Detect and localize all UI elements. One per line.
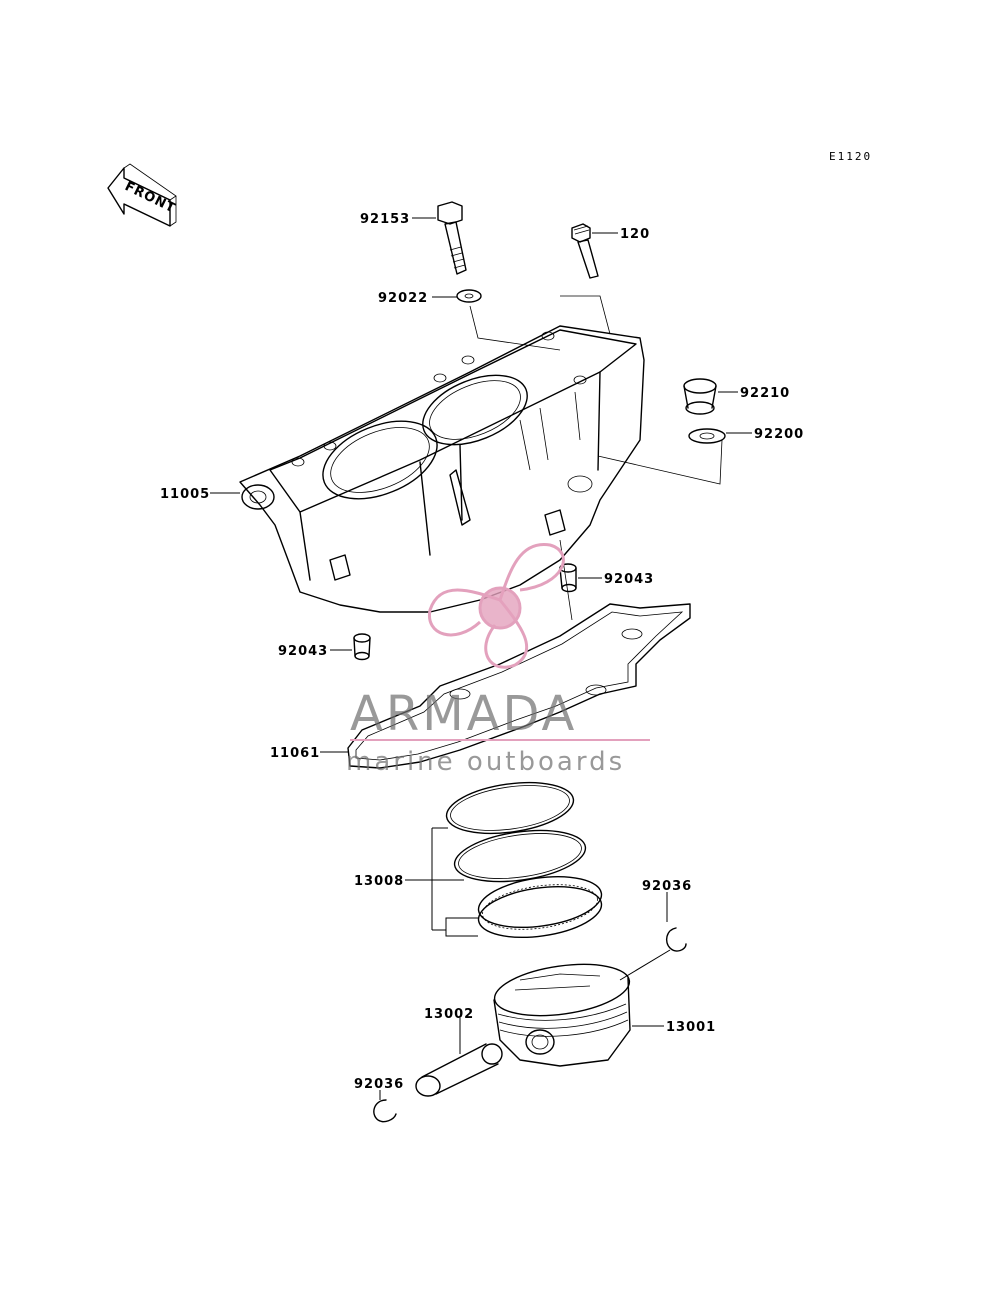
cylinder-gasket [347,603,691,769]
watermark: ARMADA marine outboards [346,543,650,777]
label-92022: 92022 [378,291,428,306]
label-92036-right: 92036 [642,879,692,894]
label-92153: 92153 [360,212,410,227]
front-arrow-icon: FRONT [107,163,178,227]
label-92210: 92210 [740,386,790,401]
label-120: 120 [620,227,650,242]
collar-washer [688,428,726,444]
watermark-tagline: marine outboards [346,747,625,777]
piston-pin [415,1043,503,1097]
label-13002: 13002 [424,1007,474,1022]
label-13001: 13001 [666,1020,716,1035]
watermark-brand: ARMADA [350,686,577,742]
label-11061: 11061 [270,746,320,761]
bolt-long [437,201,467,275]
label-13008: 13008 [354,874,404,889]
diagram-code: E1120 [829,150,872,163]
dowel-pin-left [353,633,371,661]
circlip-left [373,1099,397,1123]
label-92036-left: 92036 [354,1077,404,1092]
bolt-short [571,223,599,279]
label-11005: 11005 [160,487,210,502]
collar [683,378,717,415]
label-92043-left: 92043 [278,644,328,659]
label-92200: 92200 [754,427,804,442]
piston-rings [445,781,603,938]
washer [456,289,482,303]
circlip-right [665,927,687,952]
propeller-logo-icon [428,543,565,669]
label-92043-right: 92043 [604,572,654,587]
cylinder-block [239,325,645,613]
piston [493,963,631,1067]
front-label: FRONT [122,179,178,216]
